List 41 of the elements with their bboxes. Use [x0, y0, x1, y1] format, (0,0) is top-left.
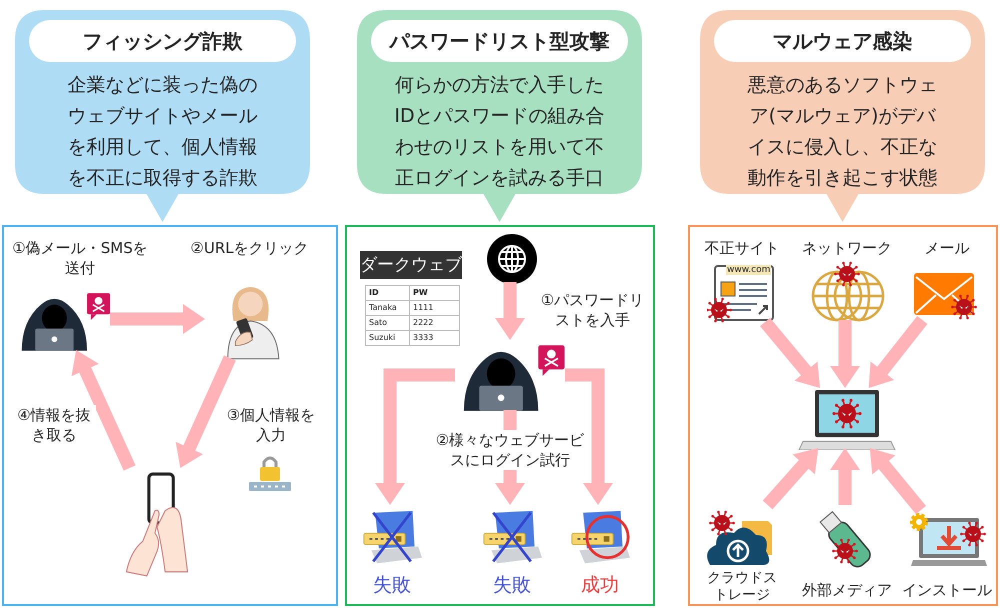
website-icon — [707, 264, 777, 324]
node-label: ①偽メール・SMSを送付 — [11, 238, 149, 278]
arrow — [174, 355, 236, 471]
node-label: ネットワーク — [801, 238, 893, 258]
node-label: 外部メディア — [801, 580, 893, 600]
arrow — [70, 347, 136, 471]
arrow — [110, 304, 205, 334]
bubble-text: 悪意のあるソフトウェア(マルウェア)がデバイスに侵入し、不正な動作を引き起こす状態 — [746, 73, 938, 191]
url-text: www.com — [726, 265, 772, 275]
table-cell: PW — [410, 286, 460, 301]
node-label: インストール — [901, 580, 993, 600]
table-cell: Suzuki — [366, 331, 410, 346]
table-cell: Tanaka — [366, 301, 410, 316]
panel-frame — [688, 225, 998, 606]
node-label: メール — [924, 238, 970, 258]
dark-web-tag: ダークウェブ — [360, 251, 462, 279]
node-label: 不正サイト — [704, 238, 780, 258]
table-cell: 1111 — [410, 301, 460, 316]
globe-icon — [487, 234, 537, 284]
arrow — [495, 282, 525, 340]
bubble-text: 何らかの方法で入手したIDとパスワードの組み合わせのリストを用いて不正ログインを試みる手口 — [393, 73, 606, 191]
bubble-title: マルウェア感染 — [714, 20, 971, 62]
arrow — [565, 368, 613, 505]
speech-bubble — [15, 10, 310, 222]
arrow — [375, 368, 455, 505]
speech-bubble — [700, 10, 985, 222]
node-label: 失敗 — [492, 574, 532, 596]
table-cell: Sato — [366, 316, 410, 331]
node-label: 失敗 — [372, 574, 412, 596]
node-label: ②URLをクリック — [189, 238, 310, 258]
table-cell: 3333 — [410, 331, 460, 346]
speech-bubble — [357, 10, 642, 222]
node-label: 成功 — [580, 574, 620, 596]
arrow — [830, 320, 860, 388]
bubble-title: パスワードリスト型攻撃 — [371, 20, 628, 62]
table-cell: 2222 — [410, 316, 460, 331]
table-cell: ID — [366, 286, 410, 301]
bubble-title: フィッシング詐欺 — [29, 20, 296, 62]
bubble-text: 企業などに装った偽のウェブサイトやメールを利用して、個人情報を不正に取得する詐欺 — [66, 73, 258, 191]
infected-laptop-drawing — [797, 390, 897, 450]
node-label: クラウドストレージ — [706, 570, 778, 604]
